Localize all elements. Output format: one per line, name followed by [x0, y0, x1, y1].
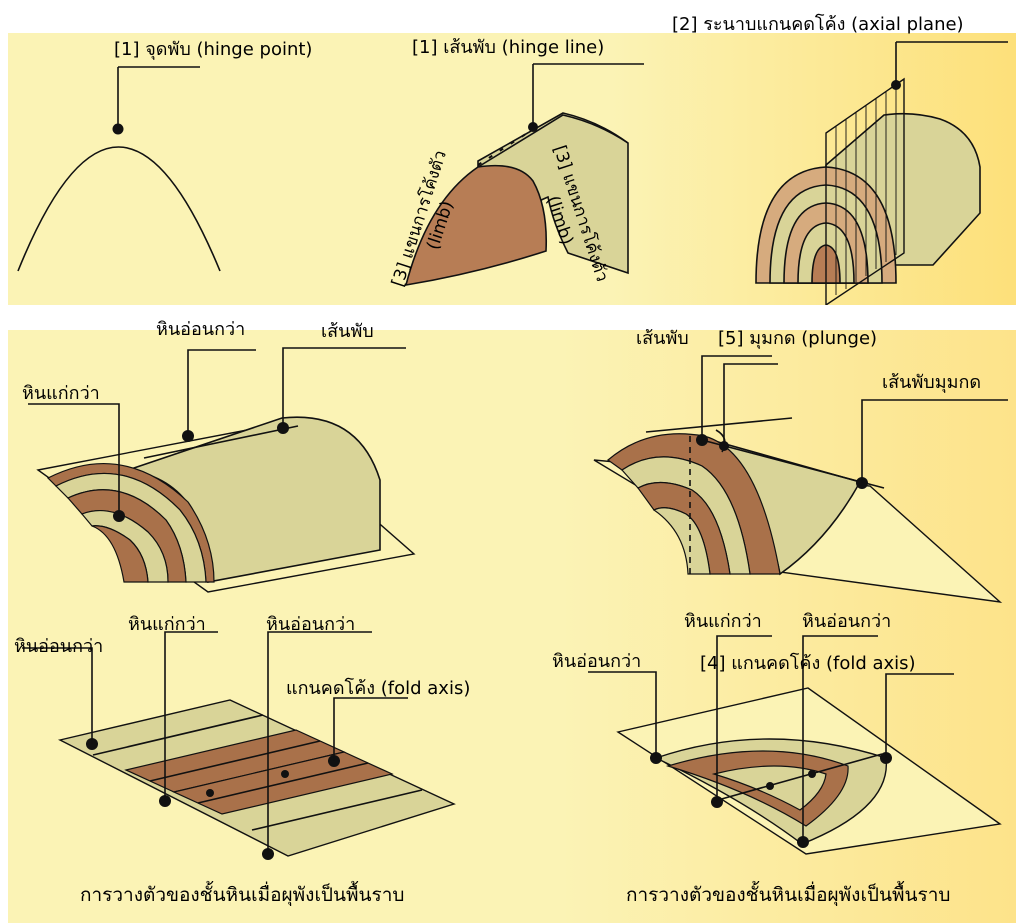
bl-caption: การวางตัวของชั้นหินเมื่อผุพังเป็นพื้นราบ	[80, 884, 405, 906]
bl-younger-right-label: หินอ่อนกว่า	[266, 614, 356, 635]
top-panel-svg	[8, 33, 1016, 305]
bl-fold-axis-leader	[333, 697, 408, 761]
br-older-leader	[716, 635, 772, 802]
bl-fold-axis-label: แกนคดโค้ง (fold axis)	[286, 678, 471, 699]
horizontal-fold-diagram	[28, 347, 416, 593]
axial-plane-outline	[825, 77, 905, 305]
mid-left-hinge-arrow	[143, 425, 299, 459]
eroded-plunging-fold-map	[588, 635, 1002, 855]
bl-axis-dot-2	[281, 770, 289, 778]
left-limb-surface	[404, 164, 548, 286]
bl-younger-left-label: หินอ่อนกว่า	[14, 636, 104, 657]
br-younger-top-leader	[802, 635, 878, 842]
bl-stripe-3	[197, 762, 369, 804]
mid-left-hinge-leader	[282, 347, 406, 428]
mid-right-plunge-leader	[723, 363, 778, 446]
axial-plane-hatching	[835, 84, 897, 295]
br-fold-axis-leader	[885, 673, 954, 758]
br-fold-axis-label: [4] แกนคดโค้ง (fold axis)	[700, 653, 916, 674]
br-younger-top-label: หินอ่อนกว่า	[802, 611, 892, 632]
mid-left-older-label: หินแก่กว่า	[22, 383, 100, 404]
mid-right-plunge-arrow	[701, 439, 885, 489]
br-younger-left-label: หินอ่อนกว่า	[552, 651, 642, 672]
top-panel	[8, 33, 1016, 305]
bl-stripe-2	[149, 740, 321, 782]
br-older-label: หินแก่กว่า	[684, 611, 762, 632]
bl-stripe-4	[251, 789, 423, 831]
bl-older-label: หินแก่กว่า	[128, 614, 206, 635]
lower-panel-svg	[8, 330, 1016, 923]
mid-left-older-leader	[28, 403, 120, 516]
bl-younger-right-leader	[267, 631, 372, 854]
bl-younger-left-leader	[22, 647, 93, 744]
br-caption: การวางตัวของชั้นหินเมื่อผุพังเป็นพื้นราบ	[626, 884, 951, 906]
mid-right-horizontal-arrow	[645, 417, 793, 433]
axial-plane-diagram	[755, 41, 1008, 305]
limb-fold-diagram	[404, 63, 644, 286]
mid-left-arc-core	[91, 525, 149, 583]
mid-right-hinge-label: เส้นพับ	[636, 328, 689, 349]
hinge-line-label: [1] เส้นพับ (hinge line)	[412, 37, 605, 58]
bl-axis-dot-1	[206, 789, 214, 797]
mid-right-plunge-label: [5] มุมกด (plunge)	[718, 328, 878, 349]
mid-right-plunging-hinge-label: เส้นพับมุมกด	[882, 372, 982, 393]
axial-plane-label: [2] ระนาบแกนคดโค้ง (axial plane)	[672, 14, 964, 35]
eroded-horizontal-fold-map	[22, 631, 456, 860]
mid-left-hinge-label: เส้นพับ	[321, 321, 374, 342]
plunging-fold-diagram	[593, 355, 1008, 604]
fold-crest-edge	[477, 114, 629, 168]
br-younger-left-leader	[588, 671, 657, 758]
br-axis-dot-2	[808, 770, 816, 778]
hinge-point-curve	[17, 146, 221, 272]
mid-left-younger-leader	[187, 349, 256, 436]
hinge-point-label: [1] จุดพับ (hinge point)	[114, 39, 313, 60]
mid-right-hinge-leader	[701, 355, 772, 440]
mid-right-arc-core	[652, 507, 711, 575]
bl-older-leader	[164, 631, 218, 801]
mid-right-plunging-hinge-leader	[861, 399, 1008, 483]
br-fold-axis-arrow	[717, 753, 883, 801]
mid-left-younger-label: หินอ่อนกว่า	[156, 319, 246, 340]
br-axis-dot-1	[766, 782, 774, 790]
bl-stripe-1	[92, 714, 264, 756]
lower-panel	[8, 330, 1016, 923]
hinge-point-dot	[112, 123, 124, 135]
mid-left-fold-top	[127, 416, 381, 583]
